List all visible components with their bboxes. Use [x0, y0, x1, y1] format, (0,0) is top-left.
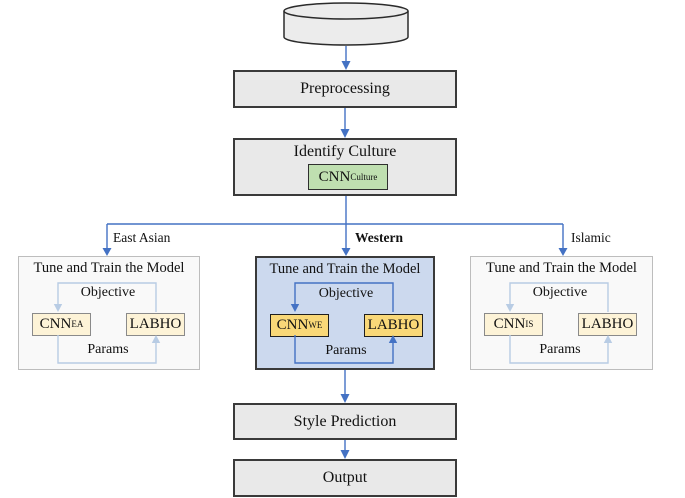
params-label: Params: [325, 343, 367, 358]
model-title: Tune and Train the Model: [33, 260, 185, 276]
branch-label-islamic: Islamic: [571, 230, 611, 245]
cnn-base: CNN: [493, 316, 526, 332]
cnn-base: CNN: [39, 316, 72, 332]
labho-label: LABHO: [367, 317, 420, 333]
output-label: Output: [322, 469, 368, 486]
objective-label: Objective: [80, 285, 136, 300]
model-title: Tune and Train the Model: [269, 261, 421, 277]
arrow-western-to-style-prediction: [340, 370, 350, 403]
branch-label-east-asian: East Asian: [113, 230, 171, 245]
cnn-culture-base: CNN: [318, 168, 351, 185]
params-label: Params: [87, 342, 129, 357]
output-box: Output: [233, 459, 457, 497]
labho-label: LABHO: [581, 316, 634, 332]
style-prediction-label: Style Prediction: [293, 412, 397, 430]
cnn-culture-subscript: Culture: [350, 171, 378, 182]
cnn-subscript: WE: [308, 320, 323, 330]
labho-label: LABHO: [129, 316, 182, 332]
model-title: Tune and Train the Model: [486, 260, 637, 276]
preprocessing-box: Preprocessing: [233, 70, 457, 108]
arrow-style-prediction-to-output: [340, 440, 350, 459]
cnn-base: CNN: [276, 317, 309, 333]
arrow-dataset-to-preprocessing: [341, 46, 351, 70]
identify-culture-label: Identify Culture: [293, 143, 397, 160]
cnn-subscript: EA: [71, 319, 84, 329]
params-label: Params: [539, 342, 581, 357]
labho-chip: LABHO: [126, 313, 185, 336]
preprocessing-label: Preprocessing: [300, 80, 390, 97]
branch-split-lines: [102, 196, 568, 256]
objective-label: Objective: [532, 285, 588, 300]
objective-label: Objective: [318, 286, 374, 301]
style-prediction-box: Style Prediction: [233, 403, 457, 440]
cnn-subscript: IS: [525, 319, 534, 329]
dataset-label: Dataset: [323, 14, 369, 30]
branch-label-western: Western: [355, 230, 403, 245]
arrow-preprocessing-to-identify: [340, 108, 350, 138]
labho-chip: LABHO: [364, 314, 423, 337]
labho-chip: LABHO: [578, 313, 637, 336]
